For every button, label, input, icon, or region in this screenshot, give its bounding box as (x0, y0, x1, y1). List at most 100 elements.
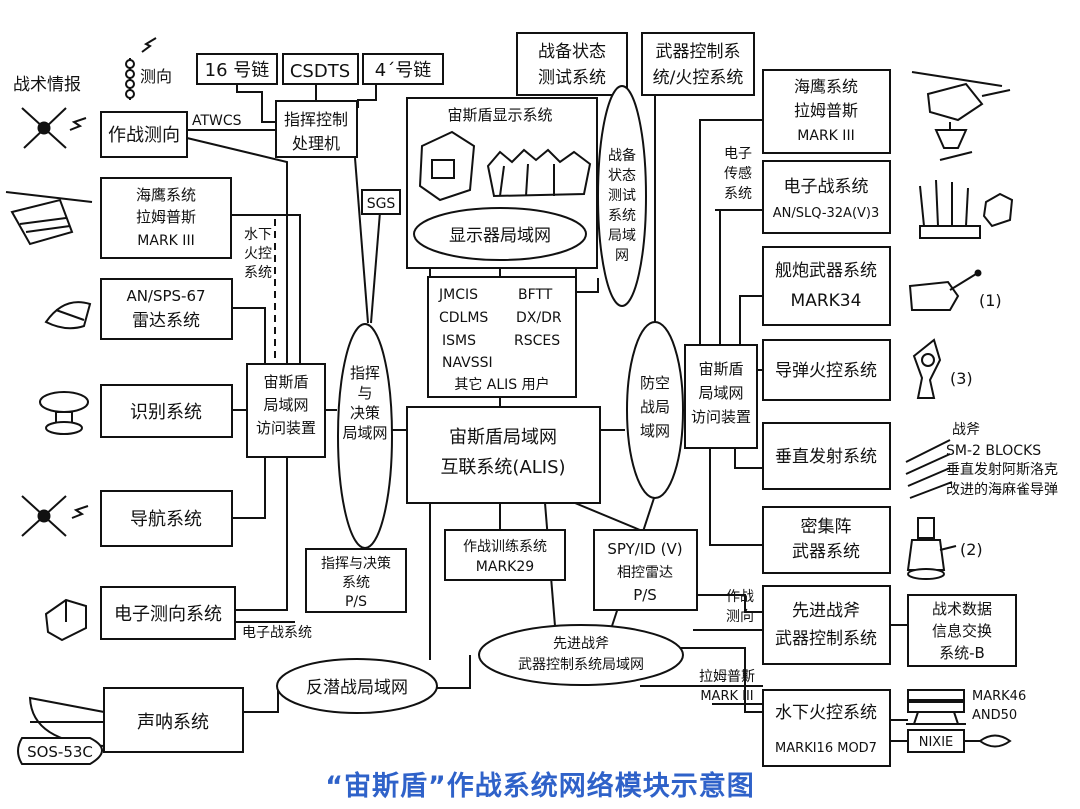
combat-df-right-1: 作战 (726, 589, 754, 605)
alis-user-jmcis: JMCIS (438, 287, 478, 303)
sgs-box (361, 189, 401, 215)
lamps-right-line3: MARK III (797, 128, 854, 144)
display-system-label: 宙斯盾显示系统 (447, 106, 552, 124)
alis-user-other: 其它 ALIS 用户 (454, 376, 549, 393)
aaw-lan-3: 域网 (640, 422, 670, 440)
lan-access-left-line3: 访问装置 (256, 419, 316, 437)
readiness-test-line1: 战备状态 (538, 42, 606, 62)
ciws-note: (2) (960, 540, 983, 559)
helicopter-icon (5, 191, 93, 246)
training-line2: MARK29 (476, 559, 534, 575)
lamps-right-line2: 拉姆普斯 (794, 101, 858, 120)
ew-df-box (100, 586, 236, 640)
cmd-processor-line2: 处理机 (292, 134, 340, 153)
cd-lan-3: 决策 (350, 404, 380, 422)
readiness-lan-1: 战备 (608, 147, 636, 164)
readiness-test-line2: 测试系统 (538, 68, 606, 88)
ew-array-icon (919, 179, 1014, 239)
readiness-lan-2: 状态 (608, 168, 636, 184)
lamps-left-line1: 海鹰系统 (136, 186, 196, 204)
spy-line2: 相控雷达 (617, 565, 673, 581)
weapon-control-line1: 武器控制系 (656, 42, 741, 62)
lamps-right2-2: MARK III (700, 689, 753, 704)
missile-director-icon (912, 338, 942, 399)
tomahawk-ctrl-line2: 武器控制系统 (775, 629, 877, 649)
antenna-icon (125, 37, 157, 100)
aaw-lan-1: 防空 (640, 374, 670, 392)
ew-df-label: 电子测向系统 (114, 604, 222, 625)
weapon-control-line2: 统/火控系统 (653, 68, 744, 88)
cd-ps-line3: P/S (345, 594, 367, 610)
ew-system-line1: 电子战系统 (784, 177, 869, 197)
combat-df-label: 作战测向 (108, 125, 180, 146)
tomahawk-ctrl-box (762, 585, 891, 665)
alis-users-box (427, 276, 577, 398)
uw-fc-side-2: 火控 (244, 246, 272, 262)
tomahawk-lan-2: 武器控制系统局域网 (518, 657, 644, 673)
sonar-box (103, 687, 244, 753)
sgs-label: SGS (367, 196, 396, 212)
asw-lan-label: 反潜战局域网 (306, 678, 408, 698)
alis-box (406, 406, 601, 504)
readiness-test-box (516, 32, 628, 96)
gun-line1: 舰炮武器系统 (775, 261, 877, 281)
training-line1: 作战训练系统 (463, 539, 547, 555)
alis-user-isms: ISMS (442, 333, 476, 349)
nixie-label: NIXIE (919, 735, 954, 750)
ew-system-box (762, 160, 891, 234)
cd-ps-box (305, 548, 407, 613)
alis-user-navssi: NAVSSI (442, 355, 493, 371)
combat-df-box (100, 111, 188, 158)
link16-label: 16 号链 (205, 60, 270, 81)
alis-user-dxdr: DX/DR (516, 310, 562, 326)
readiness-lan-5: 局域 (608, 228, 636, 244)
lan-access-right-box (684, 344, 758, 449)
cmd-processor-line1: 指挥控制 (284, 110, 348, 129)
display-lan-ellipse (413, 207, 587, 261)
torpedo-1: MARK46 (972, 689, 1026, 704)
ew-left-label: 电子战系统 (242, 625, 312, 641)
sonar-label: 声呐系统 (137, 712, 209, 733)
missiles-icon (905, 439, 953, 499)
radar-line2: 雷达系统 (132, 311, 200, 331)
aaw-lan-ellipse (626, 321, 684, 499)
vls-weapon-4: 改进的海麻雀导弹 (946, 482, 1058, 498)
csdts-label: CSDTS (290, 61, 350, 82)
readiness-lan-ellipse (597, 85, 647, 307)
uw-fc-box (762, 689, 891, 767)
gun-line2: MARK34 (791, 291, 862, 311)
vls-box (762, 422, 891, 490)
vls-weapon-2: SM-2 BLOCKS (946, 443, 1041, 459)
lamps-right2-1: 拉姆普斯 (699, 669, 755, 685)
ciws-box (762, 506, 891, 574)
alis-line1: 宙斯盾局域网 (449, 427, 557, 448)
tomahawk-lan-ellipse (478, 624, 684, 686)
lamps-right-box (762, 69, 891, 154)
direction-label: 测向 (140, 67, 172, 86)
tactical-intel-label: 战术情报 (13, 75, 81, 95)
vls-weapon-1: 战斧 (952, 422, 980, 438)
satellite-icon (21, 107, 87, 149)
lan-access-right-line2: 局域网 (698, 384, 743, 402)
training-box (444, 529, 566, 581)
missile-note: (3) (950, 369, 973, 388)
e-sensor-2: 传感 (724, 165, 752, 182)
csdts-box (282, 53, 359, 85)
nav-satellite-icon (21, 495, 89, 537)
e-sensor-1: 电子 (724, 146, 752, 162)
towed-decoy-icon (964, 734, 1012, 748)
tadil-line1: 战术数据 (932, 600, 992, 618)
ew-system-line2: AN/SLQ-32A(V)3 (773, 206, 880, 221)
sos-label: SOS-53C (27, 743, 93, 761)
cd-lan-2: 与 (357, 384, 372, 402)
link16-box (196, 53, 278, 85)
ciws-line1: 密集阵 (801, 517, 852, 537)
vls-weapon-3: 垂直发射阿斯洛克 (946, 461, 1058, 478)
helicopter-right-icon (911, 71, 1011, 161)
lamps-left-line3: MARK III (137, 233, 194, 249)
uw-fc-line2: MARKI16 MOD7 (775, 741, 877, 756)
tomahawk-lan-1: 先进战斧 (553, 636, 609, 652)
asw-lan-ellipse (276, 658, 438, 714)
readiness-lan-3: 测试 (608, 188, 636, 204)
